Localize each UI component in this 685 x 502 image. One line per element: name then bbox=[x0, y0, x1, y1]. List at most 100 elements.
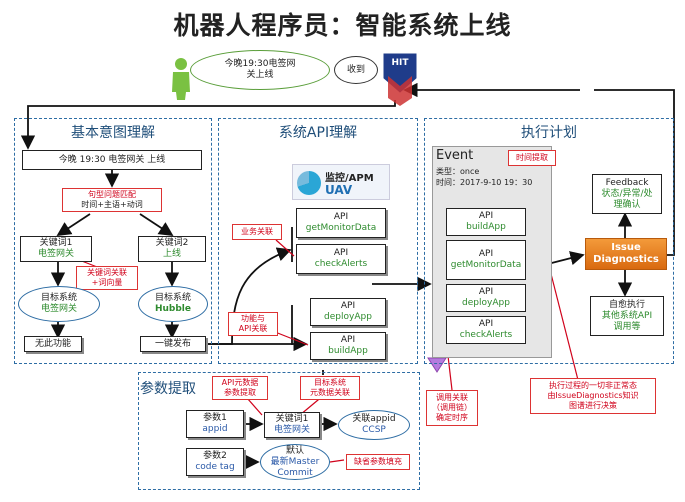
keyword2-value: 上线 bbox=[162, 249, 181, 259]
api-panel bbox=[218, 118, 418, 364]
assoc-appid-value: CCSP bbox=[362, 425, 386, 435]
keyword1-box: 关键词1 电签网关 bbox=[20, 236, 92, 262]
event-type: 类型：once bbox=[436, 167, 480, 176]
default-line-1: 最新Master bbox=[270, 456, 320, 467]
api-label: API bbox=[478, 249, 494, 259]
api-checkalerts: API checkAlerts bbox=[296, 244, 386, 274]
speech-bubble: 今晚19:30电签网 关上线 bbox=[190, 50, 330, 90]
assoc-appid-label: 关联appid bbox=[352, 414, 396, 424]
exec-api-checkalerts: API checkAlerts bbox=[446, 316, 526, 344]
keyword2-label: 关键词2 bbox=[155, 238, 189, 248]
intent-panel bbox=[14, 118, 212, 364]
param2-value: code tag bbox=[195, 462, 235, 472]
param-keyword-box: 关键词1 电签网关 bbox=[264, 412, 320, 438]
target-system-2: 目标系统 Hubble bbox=[138, 286, 208, 322]
target-meta-line-1: 目标系统 bbox=[314, 378, 346, 387]
param1-value: appid bbox=[202, 424, 228, 434]
kg-line-2: 由IssueDiagnostics知识 bbox=[547, 391, 639, 400]
uav-label: UAV bbox=[325, 183, 353, 197]
target1-label: 目标系统 bbox=[40, 293, 77, 303]
intent-panel-title: 基本意图理解 bbox=[71, 125, 155, 141]
keyword-assoc-line-1: 关键词关联 bbox=[87, 268, 127, 277]
hit-logo-label: HIT bbox=[391, 58, 409, 68]
target2-value: Hubble bbox=[154, 304, 191, 314]
exec-panel bbox=[424, 118, 674, 364]
keyword1-label: 关键词1 bbox=[39, 238, 73, 248]
default-fill-note: 缺省参数填充 bbox=[346, 454, 410, 470]
target2-label: 目标系统 bbox=[154, 293, 191, 303]
hit-logo-icon bbox=[383, 53, 417, 106]
event-time: 时间：2017-9-10 19：30 bbox=[436, 178, 533, 187]
function-api-note: 功能与 API关联 bbox=[228, 312, 278, 336]
api-name: getMonitorData bbox=[450, 260, 522, 270]
function-api-line-1: 功能与 bbox=[241, 314, 265, 323]
feedback-line-2: 理确认 bbox=[613, 199, 641, 210]
monitor-card: 监控/APM UAV bbox=[292, 164, 390, 200]
api-label: API bbox=[340, 335, 356, 345]
api-label: API bbox=[478, 211, 494, 221]
received-text: 收到 bbox=[346, 64, 365, 75]
issue-line-1: Issue bbox=[611, 242, 641, 253]
exec-api-deployapp: API deployApp bbox=[446, 284, 526, 312]
pattern-match-sub: 时间+主语+动词 bbox=[81, 200, 143, 209]
target-meta-note: 目标系统 元数据关联 bbox=[300, 376, 360, 400]
api-name: checkAlerts bbox=[314, 259, 368, 269]
param1-box: 参数1 appid bbox=[186, 410, 244, 438]
call-chain-note: 调用关联 （调用链） 确定时序 bbox=[426, 390, 478, 426]
target1-value: 电签网关 bbox=[40, 304, 77, 314]
keyword2-box: 关键词2 上线 bbox=[138, 236, 206, 262]
time-extract-note: 时间提取 bbox=[508, 150, 556, 166]
param-keyword-value: 电签网关 bbox=[273, 425, 310, 435]
api-meta-line-1: API元数据 bbox=[221, 378, 259, 387]
call-chain-line-2: （调用链） bbox=[432, 403, 472, 412]
kg-line-1: 执行过程的一切非正常态 bbox=[549, 381, 637, 390]
keyword-assoc-line-2: +词向量 bbox=[91, 278, 123, 287]
api-name: checkAlerts bbox=[459, 330, 513, 340]
api-name: deployApp bbox=[462, 298, 510, 308]
speech-line-1: 今晚19:30电签网 bbox=[224, 59, 296, 69]
one-click-deploy-box: 一键发布 bbox=[140, 336, 206, 352]
api-label: API bbox=[333, 212, 349, 222]
person-icon bbox=[172, 58, 190, 100]
params-panel bbox=[138, 372, 420, 490]
api-label: API bbox=[340, 301, 356, 311]
param2-box: 参数2 code tag bbox=[186, 448, 244, 476]
sentence-box: 今晚 19:30 电签网关 上线 bbox=[22, 150, 202, 170]
default-label: 默认 bbox=[285, 445, 304, 456]
default-oval: 默认 最新Master Commit bbox=[260, 444, 330, 480]
page-title: 机器人程序员：智能系统上线 bbox=[173, 11, 512, 40]
feedback-box: Feedback 状态/异常/处 理确认 bbox=[592, 174, 662, 214]
keyword-assoc-note: 关键词关联 +词向量 bbox=[76, 266, 138, 290]
self-heal-line-2: 调用等 bbox=[613, 321, 641, 332]
knowledge-graph-note: 执行过程的一切非正常态 由IssueDiagnostics知识 图谱进行决策 bbox=[530, 378, 656, 414]
pattern-match-note: 句型问题匹配 时间+主语+动词 bbox=[62, 188, 162, 212]
issue-diagnostics-box: Issue Diagnostics bbox=[585, 238, 667, 270]
default-line-2: Commit bbox=[277, 467, 313, 478]
api-getmonitordata: API getMonitorData bbox=[296, 208, 386, 238]
monitor-title: 监控/APM bbox=[325, 173, 374, 184]
param1-label: 参数1 bbox=[203, 413, 227, 423]
params-panel-title: 参数提取 bbox=[140, 381, 196, 397]
self-heal-line-1: 其他系统API bbox=[601, 310, 653, 321]
api-buildapp: API buildApp bbox=[310, 332, 386, 360]
speech-line-2: 关上线 bbox=[246, 70, 274, 80]
api-name: buildApp bbox=[328, 346, 368, 356]
target-meta-line-2: 元数据关联 bbox=[310, 388, 350, 397]
call-chain-line-3: 确定时序 bbox=[436, 413, 468, 422]
feedback-title: Feedback bbox=[605, 177, 649, 188]
api-meta-line-2: 参数提取 bbox=[224, 388, 256, 397]
kg-line-3: 图谱进行决策 bbox=[569, 401, 617, 410]
api-panel-title: 系统API理解 bbox=[278, 125, 358, 141]
received-bubble: 收到 bbox=[334, 56, 378, 84]
uav-logo-icon bbox=[297, 171, 321, 195]
feedback-line-1: 状态/异常/处 bbox=[601, 188, 653, 199]
issue-line-2: Diagnostics bbox=[593, 254, 659, 265]
function-api-line-2: API关联 bbox=[238, 324, 268, 333]
keyword1-value: 电签网关 bbox=[37, 249, 74, 259]
api-name: getMonitorData bbox=[305, 223, 377, 233]
api-label: API bbox=[478, 319, 494, 329]
event-title: Event bbox=[436, 148, 474, 163]
exec-api-getmonitordata: API getMonitorData bbox=[446, 240, 526, 280]
self-heal-title: 自愈执行 bbox=[608, 299, 645, 310]
self-heal-box: 自愈执行 其他系统API 调用等 bbox=[590, 296, 664, 336]
